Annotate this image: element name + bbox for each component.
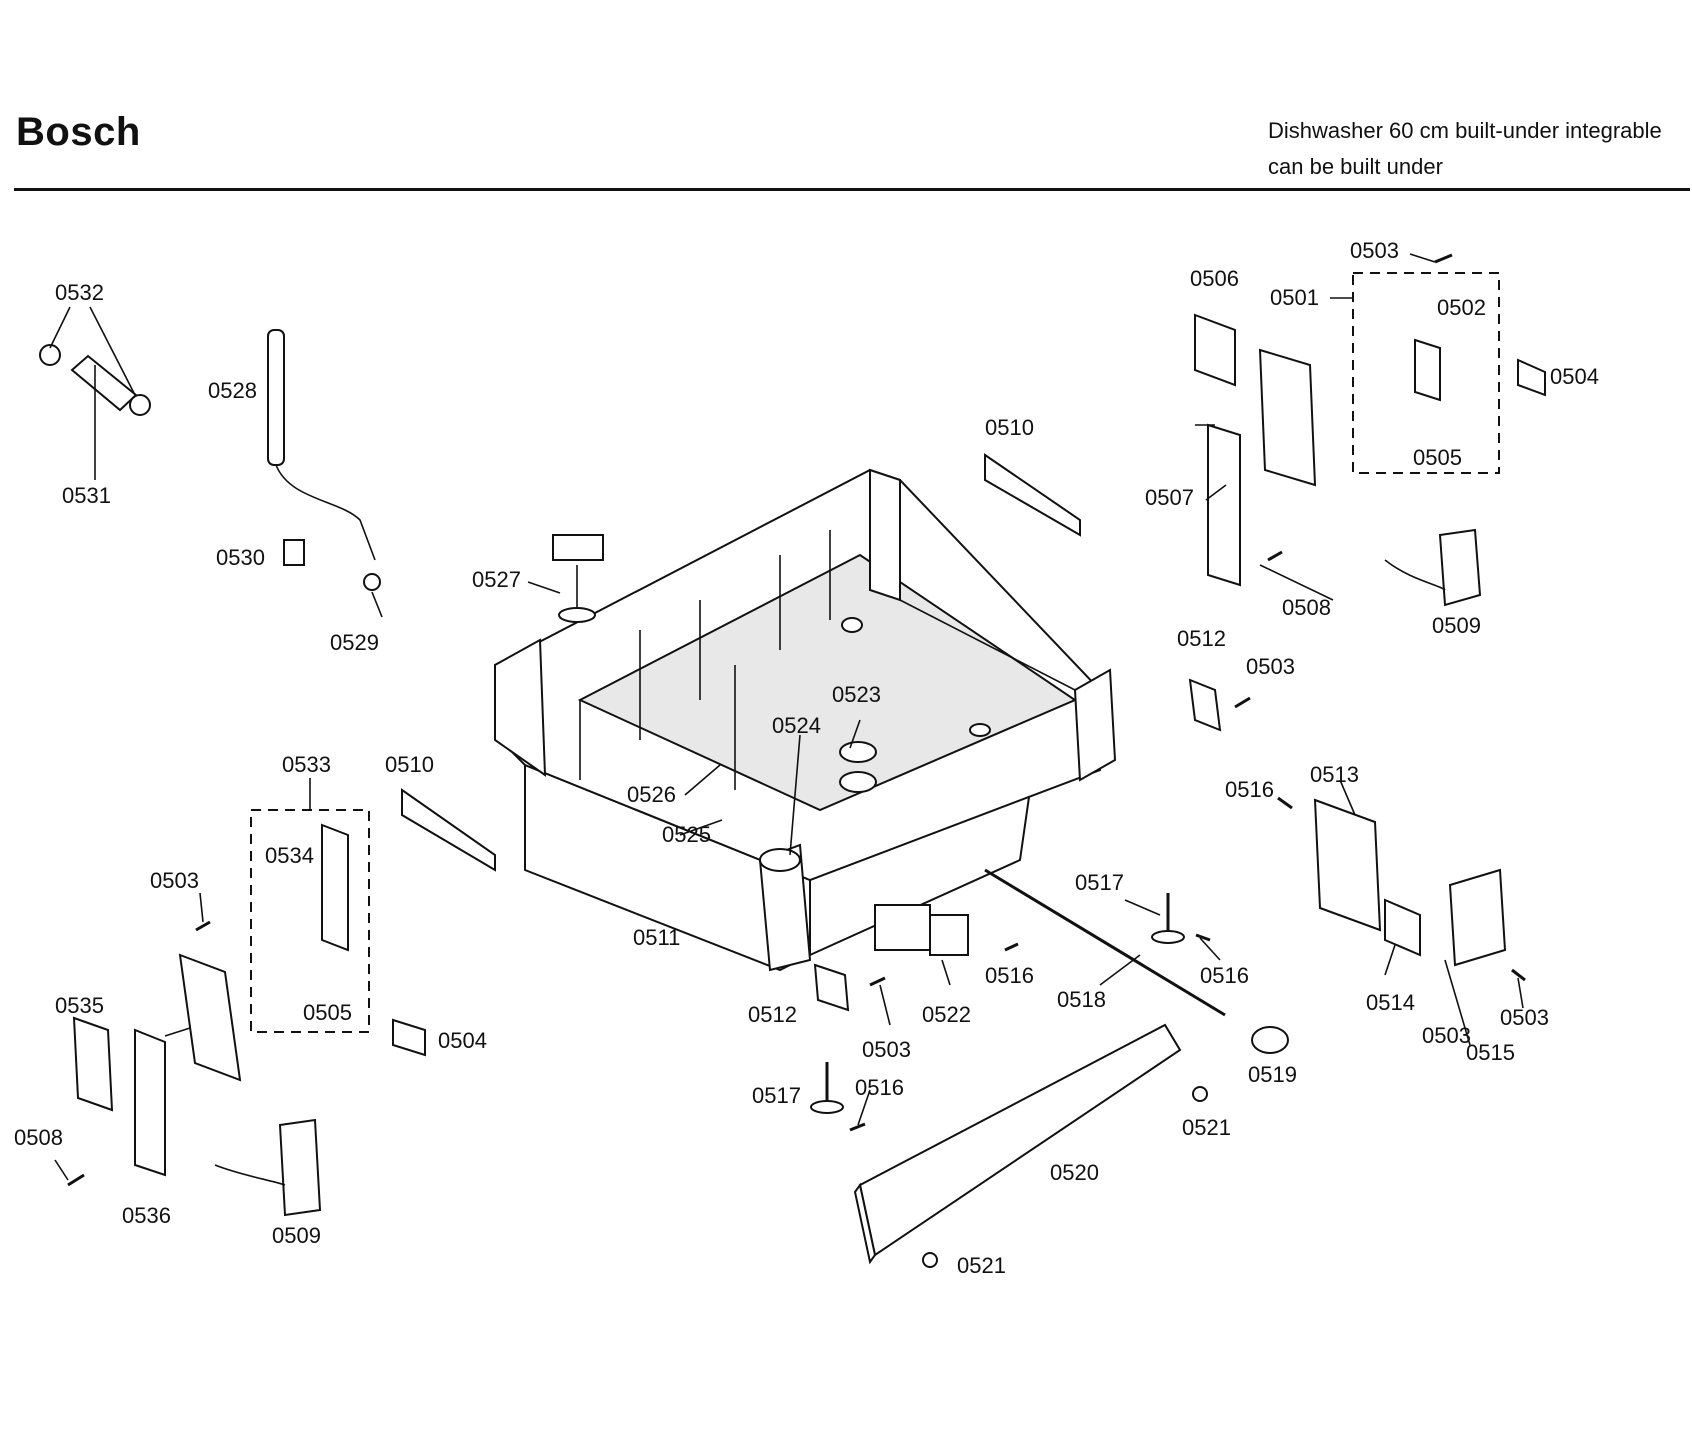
right-bracket-assembly: [1194, 313, 1317, 587]
callout-0516: 0516: [1225, 777, 1274, 802]
callout-0523: 0523: [832, 682, 881, 707]
callout-0503: 0503: [1350, 238, 1399, 263]
rod-0518: [984, 868, 1289, 1054]
callout-0504: 0504: [1550, 364, 1599, 389]
left-hose-part: [267, 329, 381, 591]
callout-0514: 0514: [1366, 990, 1415, 1015]
brand-title: Bosch: [16, 110, 141, 154]
callout-0530: 0530: [216, 545, 265, 570]
callout-0517: 0517: [752, 1083, 801, 1108]
small-screws: [67, 253, 1526, 1268]
callout-0516: 0516: [1200, 963, 1249, 988]
callout-0536: 0536: [122, 1203, 171, 1228]
callout-0509: 0509: [1432, 613, 1481, 638]
callout-0505: 0505: [303, 1000, 352, 1025]
callout-0526: 0526: [627, 782, 676, 807]
callout-0516: 0516: [855, 1075, 904, 1100]
callout-0509: 0509: [272, 1223, 321, 1248]
callout-0505: 0505: [1413, 445, 1462, 470]
callout-0535: 0535: [55, 993, 104, 1018]
callout-0508: 0508: [14, 1125, 63, 1150]
callout-0504: 0504: [438, 1028, 487, 1053]
callout-0529: 0529: [330, 630, 379, 655]
callout-0532: 0532: [55, 280, 104, 305]
callout-0506: 0506: [1190, 266, 1239, 291]
valve-0522: [874, 904, 969, 956]
callout-0517: 0517: [1075, 870, 1124, 895]
base-tub-part: [494, 468, 1117, 972]
callout-0512: 0512: [748, 1002, 797, 1027]
cable-0509-right: [1384, 528, 1482, 607]
callout-0503: 0503: [1246, 654, 1295, 679]
callout-0501: 0501: [1270, 285, 1319, 310]
door-hinge-right: [1313, 798, 1507, 967]
callout-0515: 0515: [1466, 1040, 1515, 1065]
callout-0502: 0502: [1437, 295, 1486, 320]
callout-0516: 0516: [985, 963, 1034, 988]
callout-0522: 0522: [922, 1002, 971, 1027]
callout-0531: 0531: [62, 483, 111, 508]
spring-0510-top: [984, 453, 1081, 537]
hose-sleeve-part: [39, 344, 151, 416]
spring-0510-left: [401, 788, 496, 872]
diagram-subtitle: Dishwasher 60 cm built-under integrable …: [1268, 113, 1662, 185]
subtitle-line-2: can be built under: [1268, 154, 1443, 179]
callout-0511: 0511: [633, 925, 680, 950]
toe-kick-panel-0520: [853, 1023, 1182, 1265]
callout-0519: 0519: [1248, 1062, 1297, 1087]
callout-0507: 0507: [1145, 485, 1194, 510]
callout-0518: 0518: [1057, 987, 1106, 1012]
callout-0508: 0508: [1282, 595, 1331, 620]
callout-0510: 0510: [385, 752, 434, 777]
callout-0528: 0528: [208, 378, 257, 403]
callout-labels: 0503 0501 0502 0506 0504 0505 0507 0508 …: [14, 238, 1599, 1278]
callout-0521: 0521: [957, 1253, 1006, 1278]
subtitle-line-1: Dishwasher 60 cm built-under integrable: [1268, 118, 1662, 143]
callout-0503: 0503: [862, 1037, 911, 1062]
callout-0503: 0503: [1422, 1023, 1471, 1048]
cable-0509-left: [214, 1118, 322, 1217]
leader-lines: [49, 253, 1524, 1181]
callout-0525: 0525: [662, 822, 711, 847]
leveling-foot-0527: [552, 534, 604, 623]
callout-0534: 0534: [265, 843, 314, 868]
callout-0527: 0527: [472, 567, 521, 592]
callout-0512: 0512: [1177, 626, 1226, 651]
dashed-group-0501: [1352, 272, 1546, 474]
header-divider: [14, 188, 1690, 191]
callout-0520: 0520: [1050, 1160, 1099, 1185]
door-hinge-left: [72, 953, 242, 1177]
callout-0503: 0503: [150, 868, 199, 893]
callout-0524: 0524: [772, 713, 821, 738]
callout-0513: 0513: [1310, 762, 1359, 787]
callout-0510: 0510: [985, 415, 1034, 440]
callout-0503: 0503: [1500, 1005, 1549, 1030]
callout-0533: 0533: [282, 752, 331, 777]
callout-0521: 0521: [1182, 1115, 1231, 1140]
